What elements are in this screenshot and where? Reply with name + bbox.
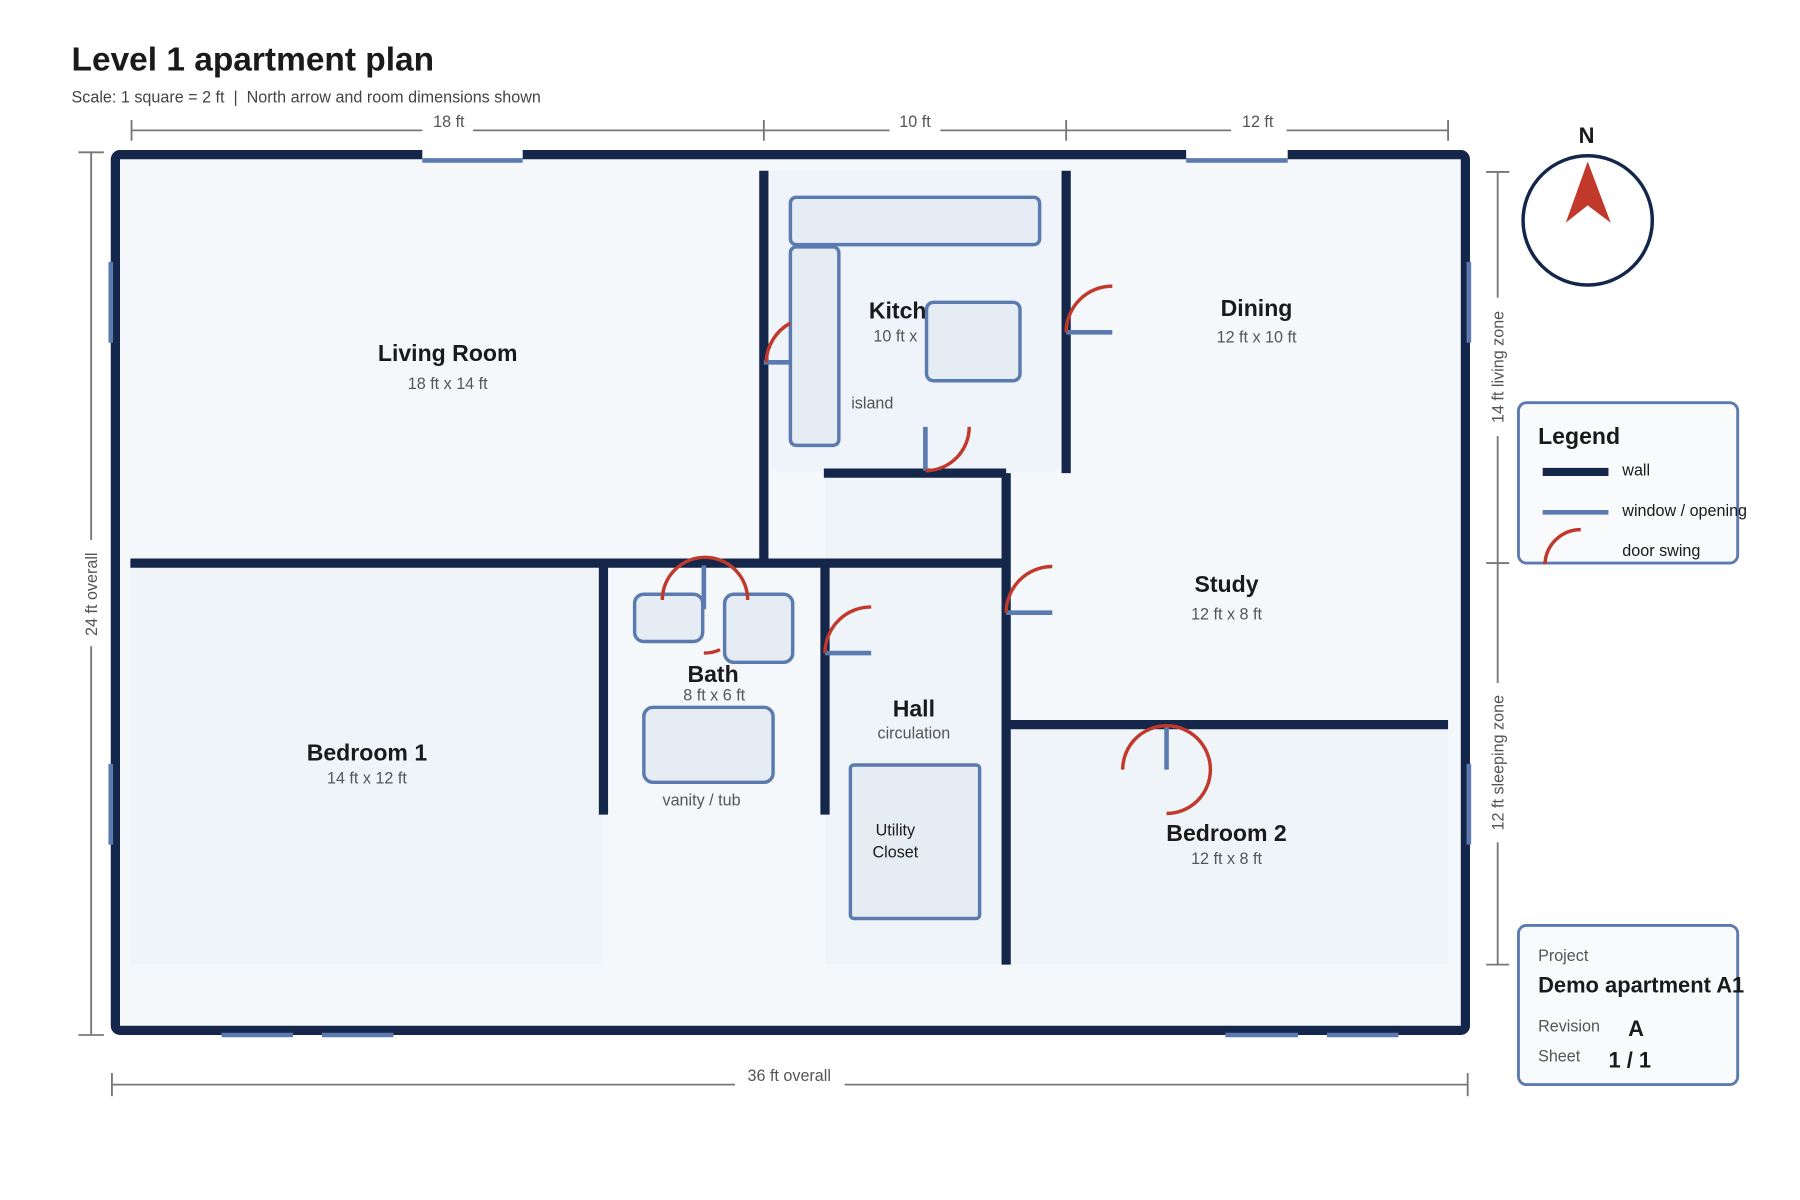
dim-label-overall-height: 24 ft overall bbox=[83, 553, 101, 636]
kitchen-island-label: island bbox=[851, 394, 893, 412]
kitchen-counter-side bbox=[788, 245, 841, 448]
legend-door-swatch bbox=[1543, 527, 1581, 565]
legend-door-label: door swing bbox=[1622, 542, 1700, 560]
north-arrow-icon bbox=[1565, 161, 1611, 223]
room-size-bedroom2: 12 ft x 8 ft bbox=[1191, 850, 1262, 868]
legend-title: Legend bbox=[1538, 423, 1620, 449]
utility-closet-label-1: Utility bbox=[876, 821, 916, 839]
bottom-dimension-line: 36 ft overall bbox=[111, 1067, 1469, 1097]
revision-label: Revision bbox=[1538, 1018, 1600, 1036]
door-dining bbox=[1064, 284, 1113, 335]
door-bath bbox=[660, 555, 750, 655]
kitchen-counter-top bbox=[788, 195, 1042, 247]
room-size-bath: 8 ft x 6 ft bbox=[683, 686, 745, 704]
room-name-hall: Hall bbox=[893, 696, 935, 722]
room-name-study: Study bbox=[1194, 571, 1258, 597]
dim-label-overall-width: 36 ft overall bbox=[748, 1067, 831, 1085]
project-name: Demo apartment A1 bbox=[1538, 972, 1744, 997]
bath-fixture-label: vanity / tub bbox=[663, 791, 741, 809]
left-dimension-line: 24 ft overall bbox=[78, 151, 104, 1036]
dim-label-living-zone: 14 ft living zone bbox=[1489, 311, 1507, 423]
bedroom2-area bbox=[1010, 729, 1449, 965]
bedroom1-area bbox=[130, 567, 604, 965]
room-name-bath: Bath bbox=[687, 661, 738, 687]
dim-label-12ft: 12 ft bbox=[1242, 113, 1274, 131]
sheet-label: Sheet bbox=[1538, 1048, 1581, 1066]
revision-value: A bbox=[1628, 1016, 1644, 1041]
page-title: Level 1 apartment plan bbox=[72, 41, 435, 78]
top-dimension-lines: 18 ft 10 ft 12 ft bbox=[130, 113, 1449, 141]
door-bedroom2 bbox=[1120, 724, 1213, 816]
utility-closet bbox=[848, 763, 982, 921]
room-size-bedroom1: 14 ft x 12 ft bbox=[327, 769, 407, 787]
room-note-hall: circulation bbox=[878, 724, 951, 742]
door-kitchen-south bbox=[923, 426, 971, 473]
room-name-kitchen: Kitch bbox=[869, 297, 927, 323]
door-study bbox=[1004, 564, 1053, 615]
kitchen-island bbox=[924, 300, 1022, 383]
room-name-dining: Dining bbox=[1221, 295, 1293, 321]
room-name-bedroom2: Bedroom 2 bbox=[1166, 820, 1286, 846]
compass-circle bbox=[1521, 154, 1655, 287]
bath-vanity-tub bbox=[642, 705, 775, 785]
exterior-wall bbox=[110, 150, 1470, 1035]
sheet-value: 1 / 1 bbox=[1608, 1047, 1651, 1072]
dim-label-18ft: 18 ft bbox=[433, 113, 465, 131]
door-hall bbox=[823, 605, 872, 656]
legend-window-label: window / opening bbox=[1621, 502, 1747, 520]
dim-label-10ft: 10 ft bbox=[899, 113, 931, 131]
room-name-bedroom1: Bedroom 1 bbox=[307, 739, 428, 765]
room-size-study: 12 ft x 8 ft bbox=[1191, 606, 1262, 624]
room-name-living: Living Room bbox=[378, 340, 518, 366]
dim-label-sleeping-zone: 12 ft sleeping zone bbox=[1489, 695, 1507, 831]
windows bbox=[108, 147, 1472, 1038]
legend-wall-label: wall bbox=[1621, 461, 1650, 479]
door-kitchen-west bbox=[763, 321, 792, 365]
room-size-kitchen: 10 ft x bbox=[873, 328, 917, 346]
page-subtitle: Scale: 1 square = 2 ft | North arrow and… bbox=[72, 89, 541, 107]
project-label: Project bbox=[1538, 947, 1589, 965]
north-arrow: N bbox=[1521, 123, 1655, 287]
title-block: Project Demo apartment A1 Revision A She… bbox=[1517, 923, 1744, 1087]
utility-closet-label-2: Closet bbox=[873, 843, 919, 861]
north-label: N bbox=[1579, 123, 1595, 148]
bath-shower bbox=[722, 592, 795, 665]
right-dimension-lines: 14 ft living zone 12 ft sleeping zone bbox=[1486, 170, 1510, 966]
room-size-dining: 12 ft x 10 ft bbox=[1217, 329, 1297, 347]
legend: Legend wall window / opening door swing bbox=[1517, 401, 1747, 565]
bath-toilet bbox=[632, 592, 705, 644]
room-size-living: 18 ft x 14 ft bbox=[408, 375, 488, 393]
